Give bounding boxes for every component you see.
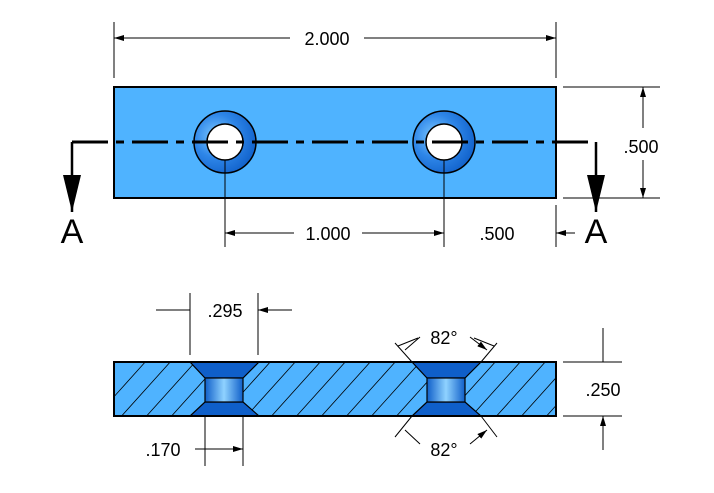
- dim-countersink-angle-top: 82°: [430, 328, 457, 348]
- section-arrow-left-icon: [63, 175, 81, 212]
- hatching: [114, 362, 556, 416]
- countersunk-hole-right: [410, 361, 483, 417]
- countersunk-hole-left: [188, 361, 261, 417]
- dim-countersink-angle-bottom: 82°: [430, 440, 457, 460]
- dim-thickness: .250: [585, 380, 620, 400]
- section-label-left: A: [61, 213, 84, 251]
- section-label-right: A: [585, 213, 608, 251]
- dim-overall-length: 2.000: [304, 29, 349, 49]
- top-view: A A 2.000 .500 1.000 .500: [61, 22, 660, 251]
- section-arrow-right-icon: [587, 175, 605, 212]
- dim-hole-spacing: 1.000: [305, 224, 350, 244]
- dim-hole-edge-offset: .500: [479, 224, 514, 244]
- dim-line-angle-bottom: [404, 430, 487, 445]
- dim-width: .500: [623, 137, 658, 157]
- plate-section: [114, 362, 556, 416]
- section-view: .295 82° 82° .250 .170: [113, 293, 622, 466]
- dim-hole-diameter: .170: [145, 440, 180, 460]
- dim-line-angle-top: [404, 336, 487, 350]
- dim-countersink-diameter: .295: [207, 301, 242, 321]
